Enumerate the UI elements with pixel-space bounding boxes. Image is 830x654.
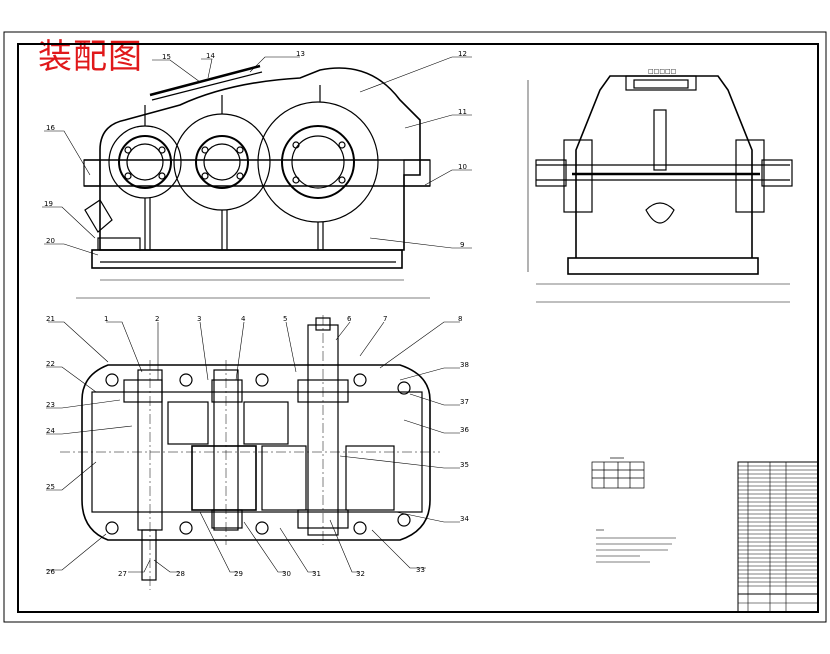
side-view-label: □□□□□: [648, 68, 676, 75]
gear-1: [167, 401, 209, 445]
callout-9: 9: [460, 241, 464, 249]
callout-19: 19: [44, 200, 53, 208]
callout-29: 29: [234, 570, 243, 578]
sheet-outer-frame: [3, 31, 827, 623]
gear-circle-2: [173, 113, 271, 211]
callout-36: 36: [460, 426, 469, 434]
sheet-inner-frame: [17, 43, 819, 613]
callout-27: 27: [118, 570, 127, 578]
gear-circle-3: [257, 101, 379, 223]
callout-12: 12: [458, 50, 467, 58]
gear-large: [191, 445, 257, 511]
front-view-leaders: [42, 56, 472, 256]
callout-32: 32: [356, 570, 365, 578]
front-view-callouts: 16 19 20 15 14 13 12 11 10 9: [44, 50, 467, 249]
spec-table: [591, 457, 645, 489]
plan-view-housing: [81, 364, 431, 541]
callout-8: 8: [458, 315, 462, 323]
callout-20: 20: [46, 237, 55, 245]
plan-view-callouts: 21 1 2 3 4 5 6 7 8 22 23 24 25 38 37 36 …: [46, 315, 469, 578]
side-view-base: [567, 257, 759, 275]
front-view-base: [91, 249, 403, 269]
callout-38: 38: [460, 361, 469, 369]
callout-28: 28: [176, 570, 185, 578]
plan-view-leaders: [46, 321, 460, 573]
callout-1: 1: [104, 315, 108, 323]
callout-37: 37: [460, 398, 469, 406]
front-view: [76, 64, 431, 299]
callout-4: 4: [241, 315, 246, 323]
callout-30: 30: [282, 570, 291, 578]
callout-5: 5: [283, 315, 287, 323]
callout-24: 24: [46, 427, 55, 435]
callout-2: 2: [155, 315, 159, 323]
callout-16: 16: [46, 124, 55, 132]
callout-11: 11: [458, 108, 467, 116]
callout-26: 26: [46, 568, 55, 576]
front-view-housing: [99, 67, 421, 251]
callout-34: 34: [460, 515, 469, 523]
callout-25: 25: [46, 483, 55, 491]
plan-view: [60, 315, 440, 590]
callout-31: 31: [312, 570, 321, 578]
callout-22: 22: [46, 360, 55, 368]
callout-10: 10: [458, 163, 467, 171]
callout-13: 13: [296, 50, 305, 58]
side-view-housing: [575, 75, 753, 258]
technical-notes: [596, 529, 676, 563]
callout-23: 23: [46, 401, 55, 409]
callout-7: 7: [383, 315, 387, 323]
callout-15: 15: [162, 53, 171, 61]
callout-6: 6: [347, 315, 352, 323]
drawing-title: 装配图: [38, 37, 143, 77]
callout-14: 14: [206, 52, 215, 60]
callout-21: 21: [46, 315, 55, 323]
side-view: [527, 75, 793, 303]
callout-35: 35: [460, 461, 469, 469]
callout-33: 33: [416, 566, 425, 574]
title-block: [737, 461, 819, 613]
callout-3: 3: [197, 315, 201, 323]
